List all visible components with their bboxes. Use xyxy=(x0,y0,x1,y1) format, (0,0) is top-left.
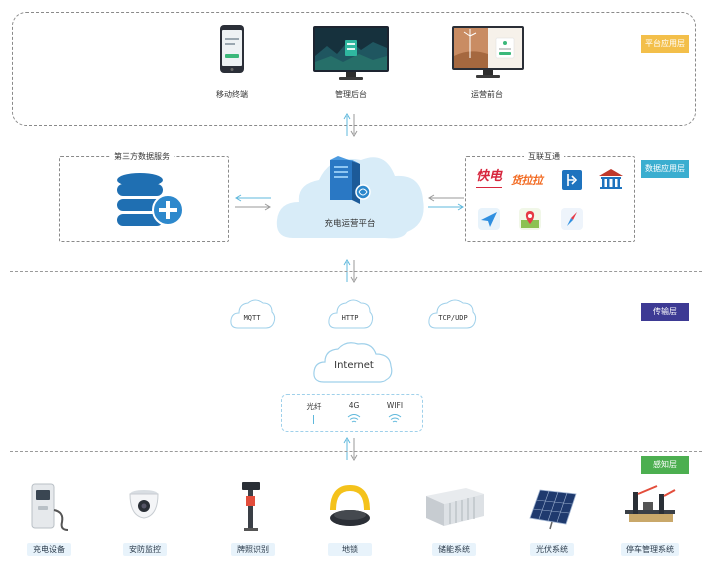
device-label-lock: 地锁 xyxy=(328,543,372,556)
brand-huolala-logo: 货拉拉 xyxy=(511,174,543,187)
layer-tag-platform-app: 平台应用层 xyxy=(641,35,689,53)
link-label-4g: 4G xyxy=(348,401,360,410)
app-label-operations: 运营前台 xyxy=(471,90,503,99)
arrow-platform-core xyxy=(343,113,358,137)
government-building-icon xyxy=(599,169,623,189)
device-label-parking: 停车管理系统 xyxy=(621,543,679,556)
layer-tag-perception: 感知层 xyxy=(641,456,689,474)
baidu-map-icon xyxy=(519,208,541,230)
protocol-label-tcp-udp: TCP/UDP xyxy=(438,314,468,322)
device-label-solar: 光伏系统 xyxy=(530,543,574,556)
core-platform-label: 充电运营平台 xyxy=(324,219,376,229)
admin-monitor-icon xyxy=(313,26,389,80)
mobile-phone-icon xyxy=(220,25,244,73)
navigation-map-icon xyxy=(478,208,500,230)
separator-transport-perception xyxy=(10,451,702,452)
parking-barrier-icon xyxy=(625,485,676,522)
arrow-core-interconnect xyxy=(428,194,464,211)
app-label-admin: 管理后台 xyxy=(335,90,367,99)
device-label-plate: 牌照识别 xyxy=(231,543,275,556)
charging-station-icon xyxy=(31,483,69,531)
layer-tag-transport: 传输层 xyxy=(641,303,689,321)
security-camera-icon xyxy=(129,490,159,519)
parking-brand-icon xyxy=(562,170,582,190)
internet-cloud xyxy=(313,342,393,383)
link-label-fiber: 光纤 xyxy=(306,402,322,411)
protocol-label-http: HTTP xyxy=(341,314,359,322)
fiber-line-icon xyxy=(313,415,314,424)
internet-label: Internet xyxy=(334,360,374,371)
separator-data-transport xyxy=(10,271,702,272)
protocol-cloud-tcp-udp xyxy=(428,299,477,329)
wifi-signal-icon-4g xyxy=(347,414,361,423)
solar-panel-icon xyxy=(529,489,577,530)
device-label-charging: 充电设备 xyxy=(27,543,71,556)
brand-kuaidian-logo: 快电 xyxy=(476,170,506,192)
app-label-mobile: 移动终端 xyxy=(216,90,248,99)
compass-map-icon xyxy=(561,208,583,230)
layer-tag-data-app: 数据应用层 xyxy=(641,160,689,178)
wifi-signal-icon xyxy=(388,414,402,423)
operations-monitor-icon xyxy=(452,26,524,78)
protocol-label-mqtt: MQTT xyxy=(243,314,261,322)
network-links-frame xyxy=(281,394,423,432)
arrow-core-transport xyxy=(343,259,358,283)
arrow-transport-perception xyxy=(343,437,358,461)
device-label-storage: 储能系统 xyxy=(432,543,476,556)
interconnect-title: 互联互通 xyxy=(524,151,564,162)
protocol-cloud-http xyxy=(328,299,374,329)
arrow-thirdparty-core xyxy=(235,194,271,211)
database-add-icon xyxy=(117,173,184,226)
protocol-cloud-mqtt xyxy=(230,299,276,329)
device-label-security: 安防监控 xyxy=(123,543,167,556)
third-party-title: 第三方数据服务 xyxy=(110,151,174,162)
license-plate-camera-icon xyxy=(242,482,260,531)
parking-lock-icon xyxy=(330,484,370,526)
energy-storage-container-icon xyxy=(426,488,484,526)
link-label-wifi: WIFI xyxy=(386,401,404,410)
server-icon xyxy=(330,156,371,204)
